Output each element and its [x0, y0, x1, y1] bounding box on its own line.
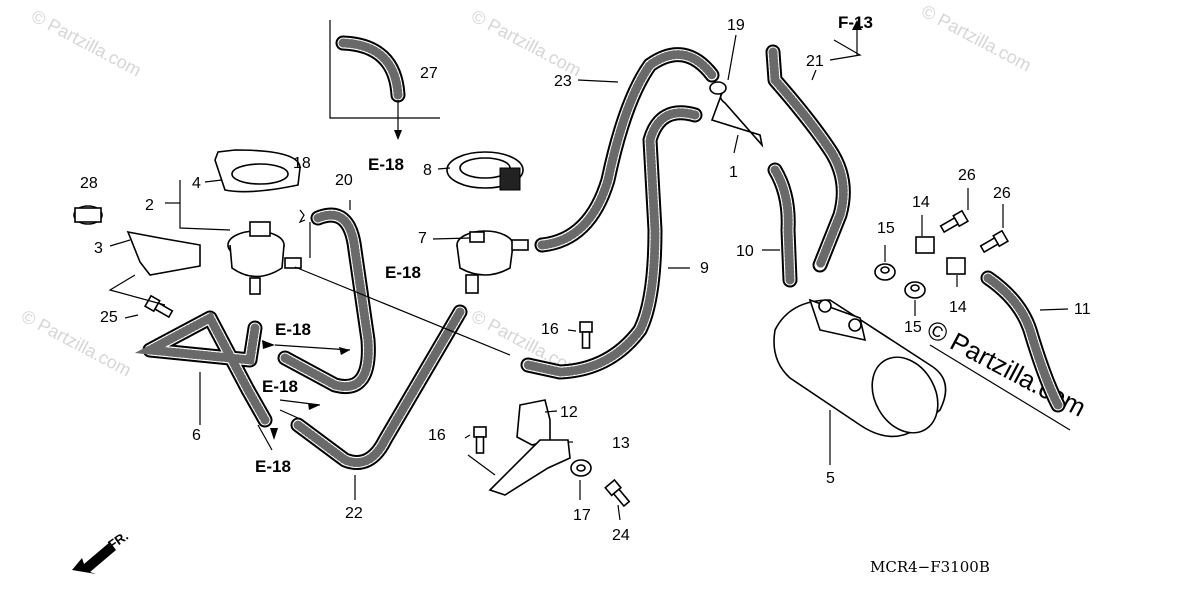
- arrow-up-f13: [852, 20, 862, 30]
- callout-9: 9: [700, 260, 709, 277]
- part-14-cap-a: [915, 236, 935, 254]
- part-18-clip: [298, 209, 306, 224]
- arrow-down-e18-top: [394, 130, 402, 140]
- callout-2: 2: [145, 197, 154, 214]
- callout-13: 13: [612, 435, 630, 452]
- callout-1: 1: [729, 164, 738, 181]
- callouts: 1 2 3 4 5 6 7 8 9 10 11 12 13 14 14 15 1…: [80, 17, 1091, 544]
- callout-4: 4: [192, 175, 201, 192]
- callout-14-b: 14: [949, 299, 967, 316]
- ref-e18-bottom: E-18: [255, 457, 291, 476]
- part-4-cover: [214, 149, 301, 193]
- callout-26-b: 26: [993, 185, 1011, 202]
- arrows: [262, 20, 862, 440]
- parts: [73, 81, 1009, 509]
- callout-25: 25: [100, 309, 118, 326]
- watermark-main: © Partzilla.com: [922, 314, 1091, 423]
- part-16-bolt-a: [579, 321, 593, 349]
- part-28-cap: [73, 205, 103, 225]
- callout-21: 21: [806, 53, 824, 70]
- hose-11: [980, 270, 1066, 413]
- callout-15-a: 15: [877, 220, 895, 237]
- ref-f13: F-13: [838, 13, 873, 32]
- callout-6: 6: [192, 427, 201, 444]
- hose-10: [767, 162, 798, 288]
- part-19-clamp: [709, 81, 727, 95]
- callout-27: 27: [420, 65, 438, 82]
- hose-6: [134, 310, 273, 428]
- watermark-3: © Partzilla.com: [918, 1, 1034, 76]
- callout-3: 3: [94, 240, 103, 257]
- hose-27: [335, 35, 406, 103]
- callout-14-a: 14: [912, 194, 930, 211]
- drawing-code: MCR4−F3100B: [870, 558, 990, 576]
- part-1-fitting: [710, 92, 764, 148]
- part-25-bolt: [144, 295, 175, 320]
- hose-21: [765, 44, 851, 273]
- part-13-bracket: [488, 439, 571, 496]
- arrow-down-e18-bottom: [270, 428, 278, 440]
- reference-labels: E-18 E-18 E-18 E-18 E-18 F-13: [255, 13, 873, 476]
- part-12-bracket: [516, 399, 551, 446]
- ref-e18-mid: E-18: [385, 263, 421, 282]
- callout-24: 24: [612, 527, 630, 544]
- callout-8: 8: [423, 162, 432, 179]
- hose-20: [277, 207, 376, 394]
- part-3-bracket: [126, 230, 201, 276]
- hose-22: [290, 304, 468, 470]
- hose-9: [520, 105, 703, 380]
- part-2-valve: [227, 221, 302, 295]
- arrow-right-e18: [339, 347, 350, 355]
- callout-28: 28: [80, 175, 98, 192]
- callout-7: 7: [418, 230, 427, 247]
- callout-18: 18: [293, 155, 311, 172]
- callout-11: 11: [1074, 301, 1091, 318]
- part-15-grommet-a: [874, 263, 896, 281]
- callout-19: 19: [727, 17, 745, 34]
- callout-26-a: 26: [958, 167, 976, 184]
- part-26-bolt-b: [978, 230, 1009, 255]
- hose-23: [534, 47, 720, 253]
- part-5-canister: [773, 298, 947, 438]
- part-17-washer: [570, 459, 592, 477]
- part-7-valve: [456, 230, 529, 294]
- part-24-bolt: [604, 479, 632, 509]
- callout-20: 20: [335, 172, 353, 189]
- watermark-1: © Partzilla.com: [28, 6, 144, 81]
- callout-10: 10: [736, 243, 754, 260]
- callout-15-b: 15: [904, 319, 922, 336]
- hoses: [134, 35, 1066, 470]
- part-8-clamp: [446, 151, 524, 191]
- callout-17: 17: [573, 507, 591, 524]
- callout-23: 23: [554, 73, 572, 90]
- callout-5: 5: [826, 470, 835, 487]
- callout-22: 22: [345, 505, 363, 522]
- arrow-right-e18-b: [308, 403, 320, 410]
- part-15-grommet-b: [904, 281, 926, 299]
- part-14-cap-b: [946, 257, 966, 275]
- callout-16-a: 16: [541, 321, 559, 338]
- arrow-right-e18-c: [262, 340, 275, 349]
- ref-e18-top: E-18: [368, 155, 404, 174]
- ref-e18-left1: E-18: [275, 320, 311, 339]
- ref-e18-left2: E-18: [262, 377, 298, 396]
- callout-12: 12: [560, 404, 578, 421]
- part-26-bolt-a: [938, 210, 969, 235]
- watermark-2: © Partzilla.com: [468, 6, 584, 81]
- callout-16-b: 16: [428, 427, 446, 444]
- leader-lines: [108, 20, 1071, 521]
- part-16-bolt-b: [473, 426, 487, 454]
- front-arrow-icon: FR.: [72, 528, 131, 574]
